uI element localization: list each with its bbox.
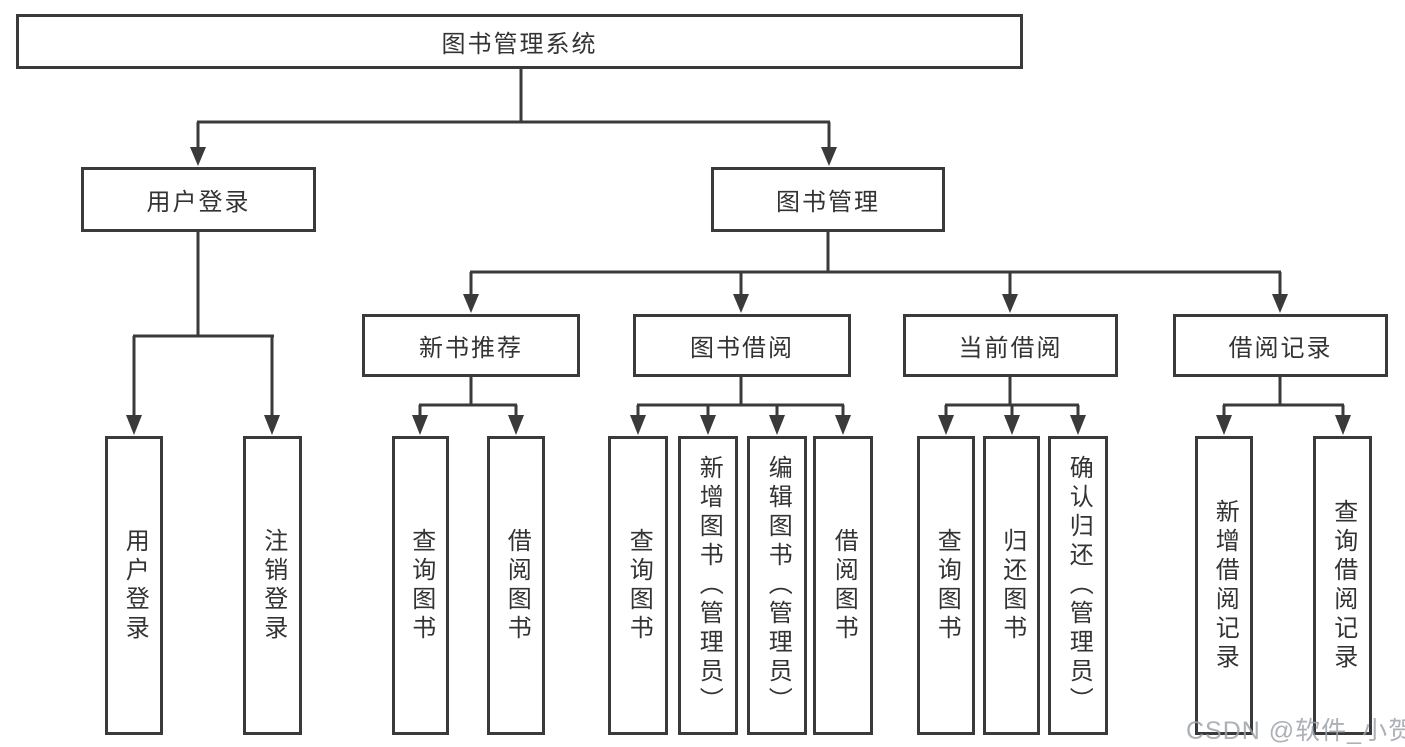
connector-bookborrow-fanout [637,377,844,407]
connector-bookmgmt-fanout [470,232,1281,274]
node-leaf-query-borrow-record: 查询借阅记录 [1313,436,1372,735]
node-label: 新书推荐 [419,335,523,362]
node-new-book-recommend: 新书推荐 [362,314,580,377]
node-label: 注销登录 [259,527,287,644]
node-label: 归还图书 [998,527,1026,644]
node-leaf-borrow-books-1: 借阅图书 [487,436,545,735]
node-leaf-query-books-2: 查询图书 [608,436,668,735]
node-label: 确认归还（管理员） [1065,455,1093,716]
node-label: 图书借阅 [690,335,794,362]
connector-currentborrow-fanout [945,377,1079,407]
node-leaf-add-books-admin: 新增图书（管理员） [678,436,738,735]
node-leaf-logout: 注销登录 [243,436,302,735]
node-leaf-user-login: 用户登录 [105,436,163,735]
node-leaf-edit-books-admin: 编辑图书（管理员） [747,436,807,735]
csdn-watermark: CSDN @软件_小贺同学 [1186,717,1405,745]
node-label: 当前借阅 [958,335,1063,362]
node-label: 查询图书 [407,527,435,644]
node-borrowing-records: 借阅记录 [1173,314,1388,377]
node-label: 借阅记录 [1228,335,1333,362]
connector-borrowrecords-fanout [1223,377,1344,407]
node-label: 编辑图书（管理员） [764,455,792,716]
node-leaf-query-books-1: 查询图书 [392,436,449,735]
node-leaf-query-books-3: 查询图书 [917,436,975,735]
node-label: 借阅图书 [503,527,531,644]
node-user-login: 用户登录 [81,167,316,232]
node-label: 新增借阅记录 [1211,498,1239,673]
node-label: 图书管理 [776,189,880,216]
node-current-borrowing: 当前借阅 [903,314,1118,377]
connector-root-fanout [197,69,830,124]
node-label: 借阅图书 [830,527,858,644]
node-leaf-borrow-books-2: 借阅图书 [813,436,873,735]
node-leaf-confirm-return-admin: 确认归还（管理员） [1048,436,1108,735]
node-library-management-system: 图书管理系统 [16,14,1023,69]
node-label: 用户登录 [121,527,149,644]
node-leaf-return-books: 归还图书 [983,436,1040,735]
node-book-borrowing: 图书借阅 [633,314,851,377]
node-book-management: 图书管理 [711,167,945,232]
node-label: 图书管理系统 [441,31,598,58]
node-label: 查询借阅记录 [1329,498,1357,673]
connector-userlogin-fanout [133,232,274,338]
node-label: 新增图书（管理员） [695,455,723,716]
node-label: 查询图书 [625,527,653,644]
arrowheads [126,147,1351,435]
node-label: 用户登录 [146,189,251,216]
node-label: 查询图书 [933,527,961,644]
connector-newbookrec-fanout [419,377,517,407]
node-leaf-add-borrow-record: 新增借阅记录 [1195,436,1253,735]
